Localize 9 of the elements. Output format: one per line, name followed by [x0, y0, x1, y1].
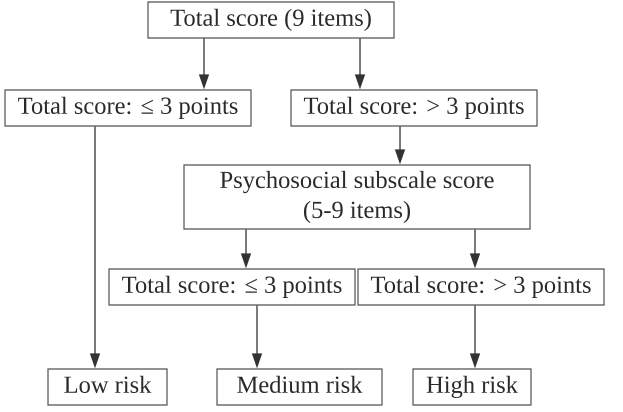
result-box: Medium risk: [216, 368, 383, 406]
score-box: Total score (9 items): [147, 1, 395, 39]
score-box: Total score: > 3 points: [357, 268, 605, 306]
score-box: Total score: > 3 points: [290, 89, 538, 127]
result-box: Low risk: [47, 368, 168, 406]
score-box: Total score: ≤ 3 points: [4, 89, 252, 127]
score-box: Total score: ≤ 3 points: [108, 268, 356, 306]
score-box: Psychosocial subscale score (5-9 items): [183, 164, 531, 230]
result-box: High risk: [412, 368, 532, 406]
